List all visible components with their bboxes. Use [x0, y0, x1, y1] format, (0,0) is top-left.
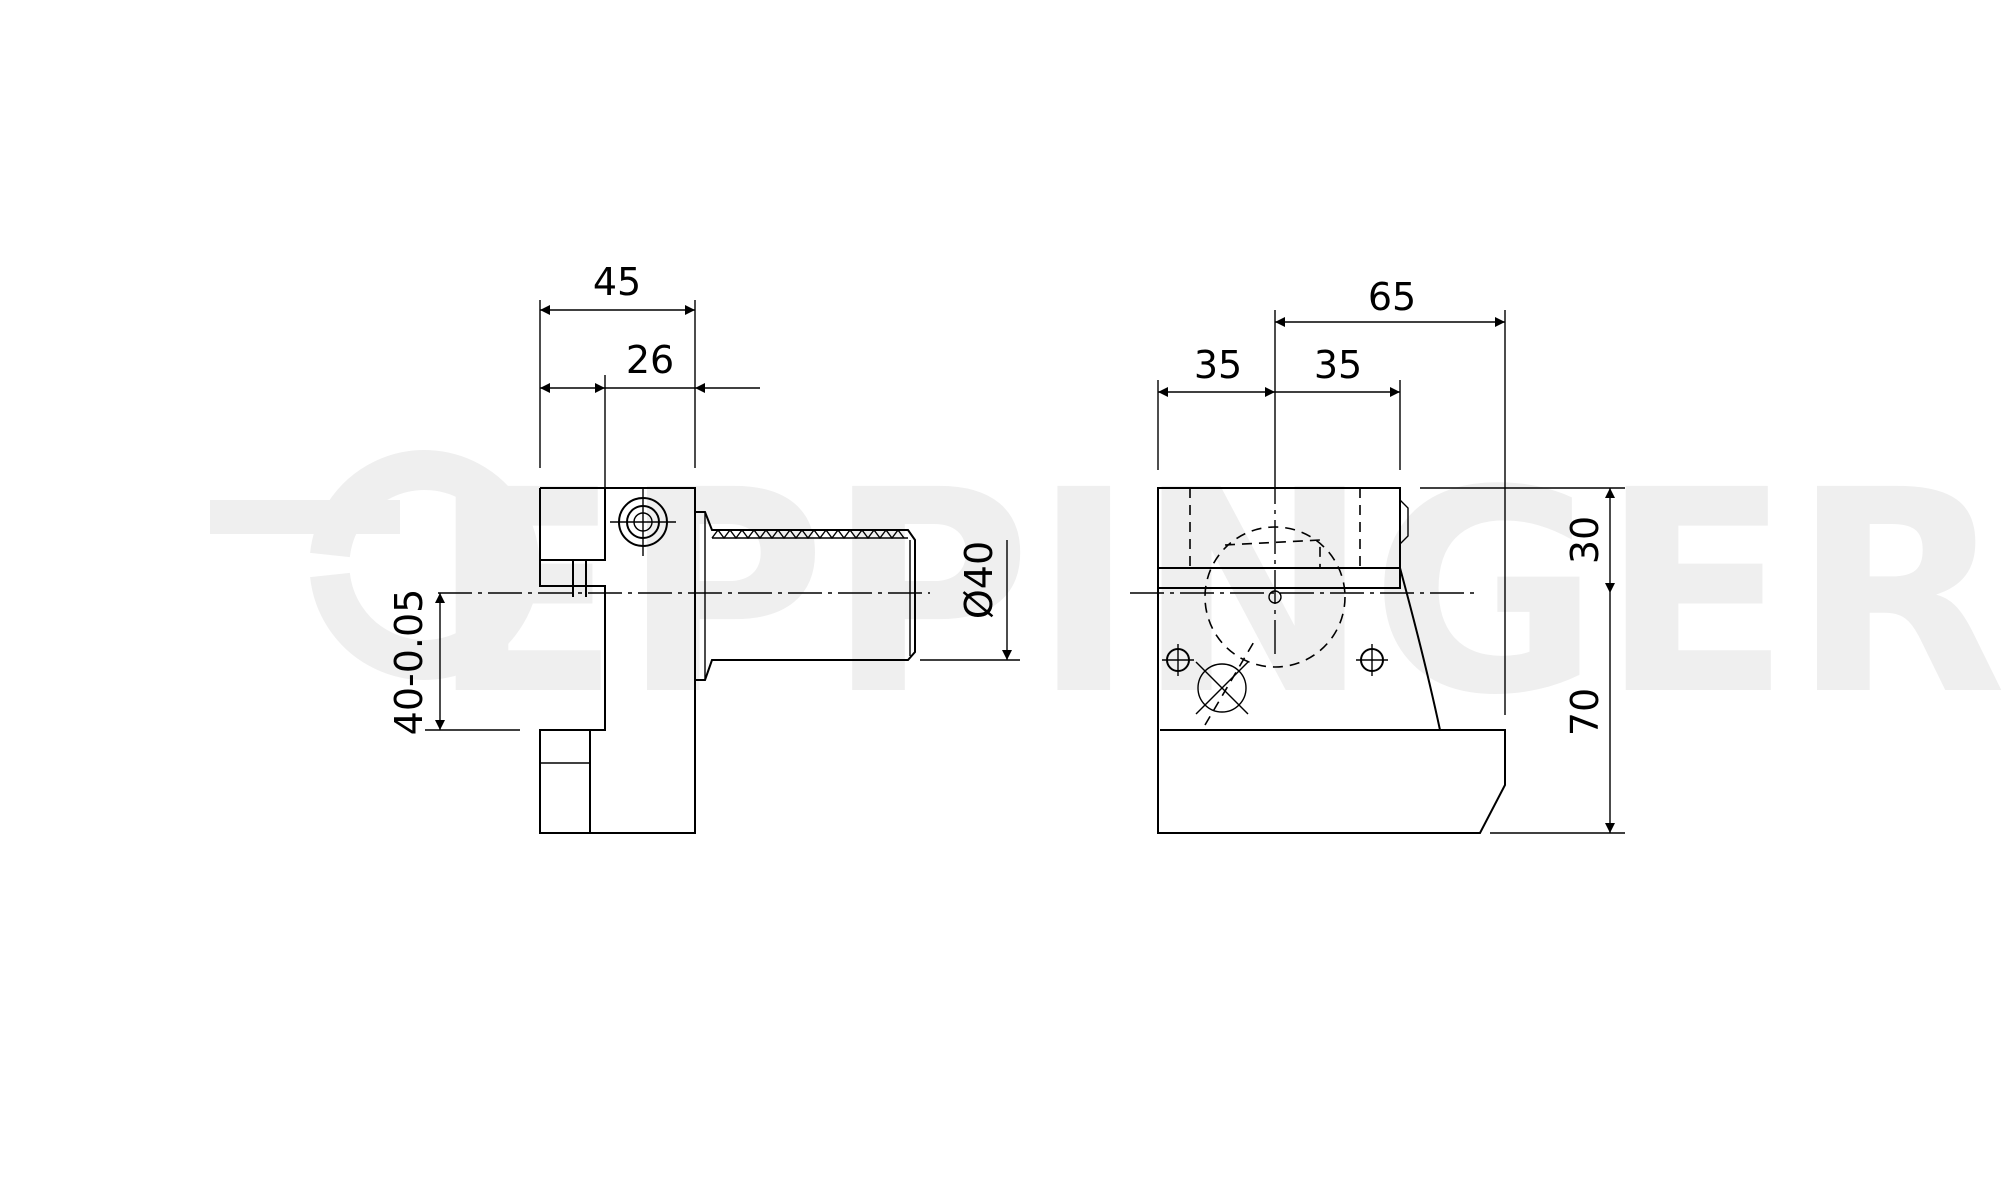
dim-left-offset: 35: [1194, 343, 1242, 387]
dim-diameter: Ø40: [957, 541, 1001, 619]
angled-hole-icon: [1195, 639, 1256, 726]
dim-width-total: 45: [593, 260, 641, 304]
dim-height-tolerance: 40-0.05: [387, 589, 431, 736]
mounting-hole-left-icon: [1162, 644, 1194, 676]
watermark-text: EPPINGER: [430, 431, 2006, 757]
mounting-hole-right-icon: [1356, 644, 1388, 676]
side-view: 45 26 40-0.05 Ø40: [387, 260, 1020, 834]
dim-front-width-total: 65: [1368, 275, 1416, 319]
dim-width-partial: 26: [626, 338, 674, 382]
watermark-logo: EPPINGER: [210, 431, 2006, 757]
front-view: 65 35 35 30 70: [1130, 275, 1625, 834]
dim-height-bottom: 70: [1563, 688, 1607, 736]
dim-right-offset: 35: [1314, 343, 1362, 387]
dim-height-top: 30: [1563, 516, 1607, 564]
